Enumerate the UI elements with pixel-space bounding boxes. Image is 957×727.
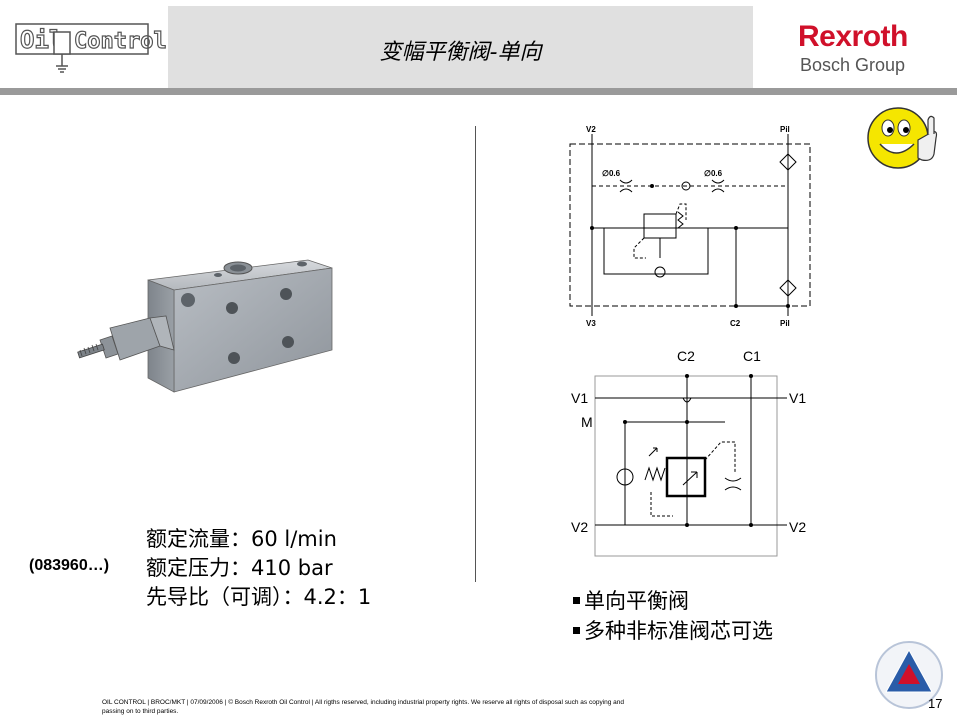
top-orifice-right: ∅0.6 xyxy=(704,169,723,178)
top-port-pil-top: Pil xyxy=(780,125,790,134)
top-orifice-left: ∅0.6 xyxy=(602,169,621,178)
hydraulic-schematic-top: V2 Pil ∅0.6 ∅0.6 V3 C2 Pil xyxy=(569,125,811,328)
spec-flow: 额定流量：60 l/min xyxy=(146,527,337,551)
top-port-c2: C2 xyxy=(730,319,741,328)
quality-emblem-icon xyxy=(875,641,943,709)
spec-pilot-ratio: 先导比（可调）：4.2：1 xyxy=(146,585,372,609)
company-logo: Oil Control xyxy=(0,6,167,88)
top-port-v2: V2 xyxy=(586,125,596,134)
page-title: 变幅平衡阀-单向 xyxy=(379,40,542,65)
bottom-port-c1: C1 xyxy=(743,348,761,364)
bottom-port-m: M xyxy=(581,414,593,430)
bottom-port-v1-right: V1 xyxy=(789,390,806,406)
bottom-port-v2-left: V2 xyxy=(571,519,588,535)
brand-name: Rexroth xyxy=(798,20,908,53)
feature-item: 单向平衡阀 xyxy=(573,586,773,616)
bullet-icon xyxy=(573,626,580,634)
oil-control-logo: Oil Control xyxy=(15,23,167,73)
valve-block-image xyxy=(77,259,333,393)
bottom-port-v2-right: V2 xyxy=(789,519,806,535)
vertical-divider xyxy=(475,126,476,582)
brand-logo: Rexroth Bosch Group xyxy=(756,6,957,88)
smiley-thumbs-up-icon xyxy=(867,107,938,169)
footer-legal: OIL CONTROL | BROC/MKT | 07/09/2006 | © … xyxy=(102,699,625,715)
bottom-port-c2: C2 xyxy=(677,348,695,364)
svg-text:Control: Control xyxy=(74,29,166,54)
header-rule xyxy=(0,88,957,95)
feature-list: 单向平衡阀 多种非标准阀芯可选 xyxy=(573,586,773,646)
spec-list: 额定流量：60 l/min 额定压力：410 bar 先导比（可调）：4.2：1 xyxy=(146,525,371,612)
page-number: 17 xyxy=(928,696,943,711)
hydraulic-schematic-bottom: C2 C1 V1 V1 M V2 V2 xyxy=(571,348,806,557)
spec-pressure: 额定压力：410 bar xyxy=(146,556,333,580)
bottom-port-v1-left: V1 xyxy=(571,390,588,406)
top-port-v3: V3 xyxy=(586,319,596,328)
bullet-icon xyxy=(573,596,580,604)
feature-item: 多种非标准阀芯可选 xyxy=(573,616,773,646)
part-number: (083960…) xyxy=(29,557,110,574)
title-bar: 变幅平衡阀-单向 xyxy=(168,6,753,88)
brand-group: Bosch Group xyxy=(800,55,906,75)
top-port-pil-bottom: Pil xyxy=(780,319,790,328)
